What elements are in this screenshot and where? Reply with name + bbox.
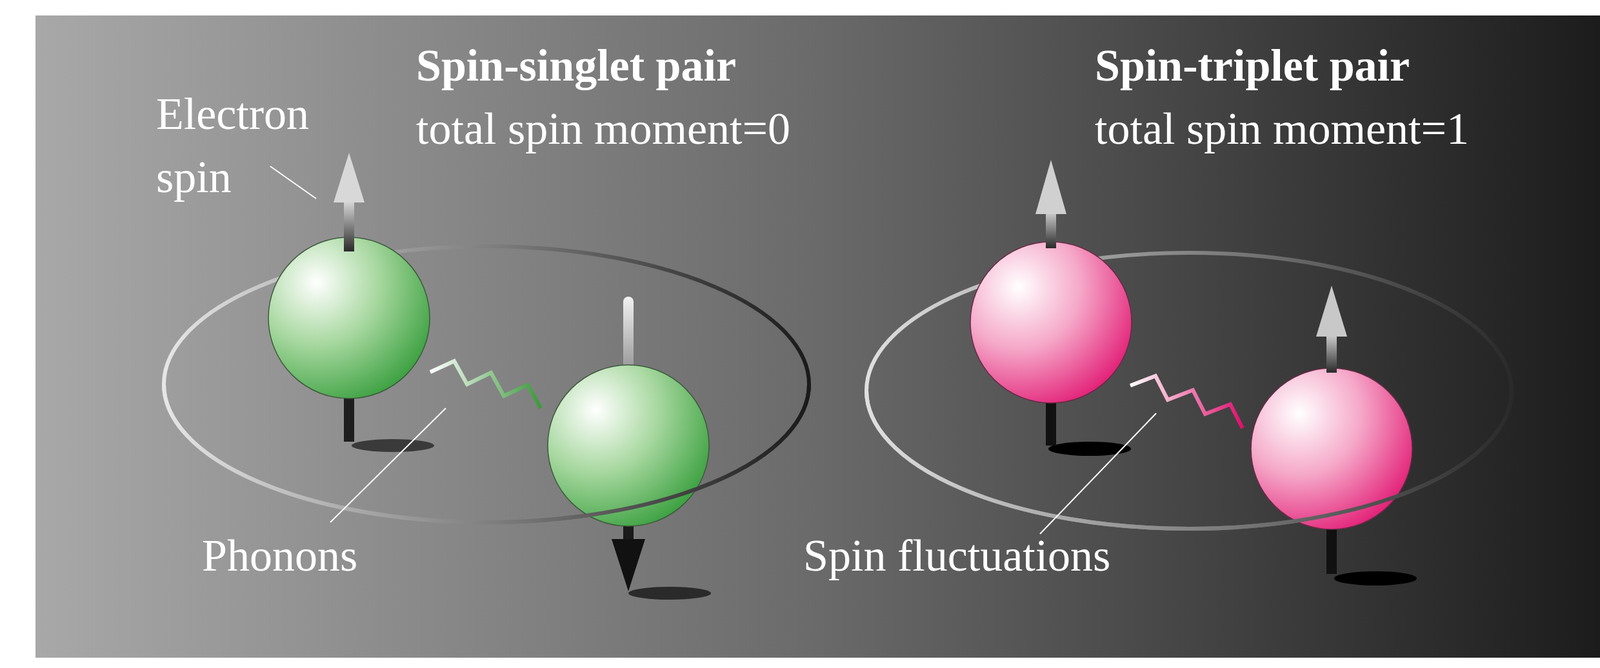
- part-label: Phonons: [201, 529, 358, 584]
- electron-sphere: [547, 365, 710, 527]
- electron-sphere: [1250, 368, 1413, 530]
- spin-fluctuation-spring: [1130, 376, 1243, 429]
- shadow: [1334, 571, 1417, 586]
- shadow: [351, 439, 435, 453]
- section-subheading: total spin moment=0: [416, 101, 791, 157]
- orbit-ring-front: [866, 390, 1512, 530]
- orbit-ring: [866, 252, 1512, 530]
- spin-arrow-head: [611, 539, 646, 592]
- part-label: Spin fluctuations: [803, 529, 1111, 584]
- part-label: Electron spin: [156, 82, 350, 210]
- section-subheading: total spin moment=1: [1094, 101, 1470, 157]
- leader-line: [270, 166, 317, 199]
- orbit-ring: [163, 246, 810, 523]
- electron-sphere: [268, 237, 430, 399]
- spin-arrow-head: [333, 152, 365, 203]
- section-heading: Spin-triplet pair: [1094, 38, 1410, 93]
- spin-arrow-stem: [343, 196, 355, 252]
- background-panel: [35, 15, 1600, 659]
- leader-line: [1040, 413, 1157, 535]
- spin-arrow-head: [1035, 160, 1067, 215]
- section-heading: Spin-singlet pair: [416, 38, 737, 93]
- electron-sphere: [970, 241, 1132, 404]
- orbit-ring-front: [163, 384, 810, 523]
- phonon-spring: [430, 361, 541, 409]
- shadow: [628, 587, 711, 600]
- leader-line: [330, 408, 446, 523]
- spin-arrow-head: [1316, 285, 1348, 337]
- shadow: [1048, 441, 1131, 457]
